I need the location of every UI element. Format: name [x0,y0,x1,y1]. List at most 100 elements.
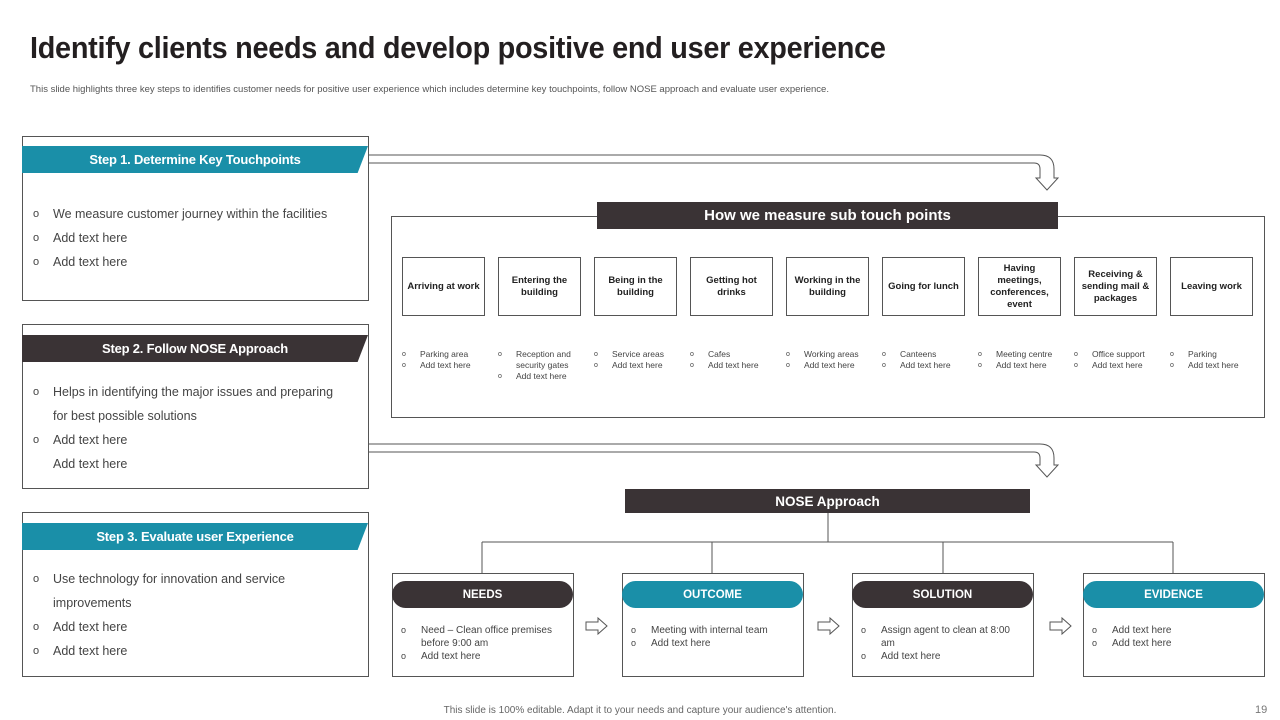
bullet-icon: o [882,351,886,358]
bullet-icon: o [33,386,40,398]
touchpoint-box: Receiving & sending mail & packages [1074,257,1157,316]
bullet-icon: o [1092,638,1098,648]
bullet-icon: o [594,351,598,358]
nose-pill-solution: SOLUTION [852,581,1033,608]
nose-pill-needs: NEEDS [392,581,573,608]
bullet-icon: o [690,351,694,358]
nose-pill-evidence: EVIDENCE [1083,581,1264,608]
touchpoints-header: How we measure sub touch points [597,202,1058,229]
step3-banner: Step 3. Evaluate user Experience [22,523,368,550]
bullet-icon: o [690,362,694,369]
nose-right-arrows [585,616,1072,636]
page-number: 19 [1255,704,1268,716]
footer-note: This slide is 100% editable. Adapt it to… [443,705,837,716]
bullet-icon: o [402,351,406,358]
bullet-icon: o [33,434,40,446]
bullet-icon: o [33,232,40,244]
page-subtitle: This slide highlights three key steps to… [30,84,829,95]
bullet-icon: o [861,625,867,635]
bullet-icon: o [1170,351,1174,358]
bullet-icon: o [861,651,867,661]
bullet-icon: o [786,362,790,369]
touchpoint-box: Getting hot drinks [690,257,773,316]
bullet-icon: o [631,625,637,635]
right-arrow-icon [585,616,608,636]
nose-header: NOSE Approach [625,489,1030,513]
bullet-icon: o [882,362,886,369]
step1-banner: Step 1. Determine Key Touchpoints [22,146,368,173]
bullet-icon: o [978,351,982,358]
page-title: Identify clients needs and develop posit… [30,30,886,65]
list-item: improvements [53,596,132,610]
touchpoint-box: Arriving at work [402,257,485,316]
nose-tree-lines [481,513,1174,573]
touchpoint-box: Leaving work [1170,257,1253,316]
touchpoint-box: Working in the building [786,257,869,316]
step1-connector-arrow [369,154,1060,191]
touchpoint-box: Going for lunch [882,257,965,316]
bullet-icon: o [401,651,407,661]
bullet-icon: o [498,373,502,380]
bullet-icon: o [33,621,40,633]
right-arrow-icon [817,616,840,636]
bullet-icon: o [33,573,40,585]
bullet-icon: o [33,208,40,220]
touchpoint-box: Being in the building [594,257,677,316]
bullet-icon: o [594,362,598,369]
touchpoint-box: Entering the building [498,257,581,316]
bullet-icon: o [33,256,40,268]
bullet-icon: o [498,351,502,358]
bullet-icon: o [33,645,40,657]
step2-banner: Step 2. Follow NOSE Approach [22,335,368,362]
bullet-icon: o [401,625,407,635]
nose-pill-outcome: OUTCOME [622,581,803,608]
bullet-icon: o [978,362,982,369]
bullet-icon: o [1074,362,1078,369]
bullet-icon: o [786,351,790,358]
list-item: for best possible solutions [53,409,197,423]
